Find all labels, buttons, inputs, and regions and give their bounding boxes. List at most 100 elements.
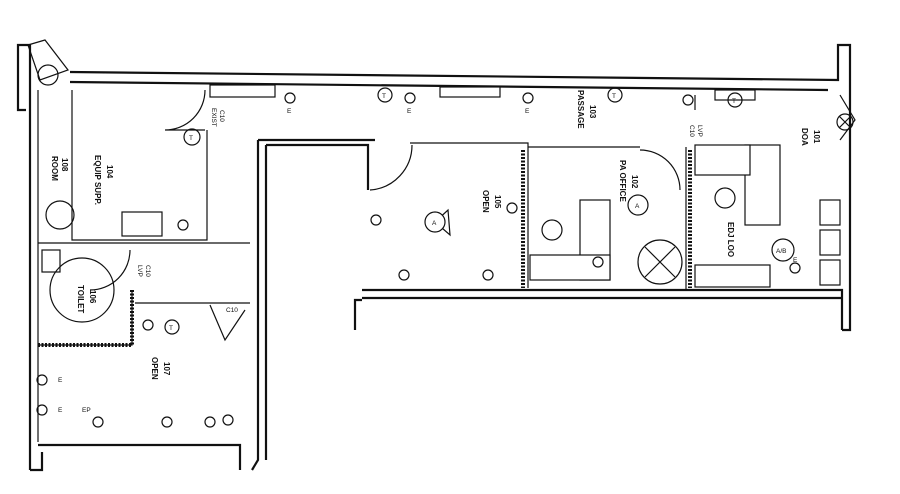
- room-105: OPEN 105: [481, 190, 502, 213]
- plan-line: [362, 288, 844, 330]
- plan-label: EXIST: [210, 108, 217, 127]
- plan-line: [69, 43, 852, 332]
- plan-line: [607, 87, 623, 103]
- plan-label: 102: [630, 175, 639, 189]
- plan-label: 105: [493, 195, 502, 209]
- plan-label: T: [612, 93, 616, 100]
- plan-line: [142, 319, 154, 331]
- plan-line: [404, 92, 416, 104]
- plan-line: [71, 90, 208, 241]
- plan-label: A/B: [776, 248, 786, 255]
- plan-line: [592, 256, 604, 268]
- plan-label: EQUIP SUPP.: [93, 155, 102, 205]
- plan-line: [819, 229, 841, 256]
- plan-line: [164, 319, 180, 335]
- plan-label: 108: [60, 158, 69, 172]
- plan-line: [694, 144, 751, 176]
- plan-line: [439, 86, 501, 98]
- plan-label: OPEN: [481, 190, 490, 213]
- interior-walls: [27, 39, 856, 442]
- exterior-walls: [16, 43, 852, 472]
- plan-label: A: [432, 220, 437, 227]
- plan-line: [89, 249, 131, 291]
- plan-line: [45, 200, 75, 230]
- plan-label: LVP: [136, 265, 143, 277]
- plan-label: A: [635, 203, 640, 210]
- plan-line: [353, 298, 362, 330]
- plan-line: [714, 187, 736, 209]
- room-103: PASSAGE 103: [576, 90, 597, 129]
- plan-line: [637, 239, 683, 285]
- plan-line: [424, 211, 446, 233]
- plan-line: [204, 416, 216, 428]
- plan-line: [370, 214, 382, 226]
- ep-note: EP: [82, 407, 91, 414]
- plan-line: [398, 269, 410, 281]
- plan-line: [121, 211, 163, 237]
- plan-label: E: [58, 377, 63, 384]
- plan-line: [164, 89, 206, 131]
- plan-line: [209, 84, 276, 98]
- plan-line: [16, 43, 32, 470]
- c10-lvp-note: C10 LVP: [688, 125, 703, 137]
- room-labels: EQUIP SUPP. 104 ROOM 108 TOILET 106 OPEN…: [50, 90, 821, 414]
- plan-line: [744, 144, 781, 226]
- plan-line: [36, 374, 48, 386]
- plan-label: T: [189, 135, 193, 142]
- plan-label: 107: [162, 362, 171, 376]
- lvp-c10-note: LVP C10: [136, 265, 151, 277]
- plan-line: [38, 443, 242, 470]
- plan-label: PA OFFICE: [618, 160, 627, 202]
- plan-line: [161, 416, 173, 428]
- plan-line: [209, 304, 246, 342]
- plan-label: E: [407, 108, 412, 115]
- plan-line: [41, 249, 61, 273]
- plan-line: [771, 238, 795, 262]
- c10-note: C10: [226, 307, 238, 314]
- plan-line: [369, 144, 413, 191]
- plan-line: [92, 416, 104, 428]
- plan-label: C10: [688, 125, 695, 137]
- plan-line: [819, 199, 841, 226]
- plan-label: T: [169, 325, 173, 332]
- plan-label: LVP: [696, 125, 703, 137]
- plan-label: E: [525, 108, 530, 115]
- plan-label: EDJ LOO: [726, 222, 735, 257]
- plan-label: 101: [812, 130, 821, 144]
- plan-label: OPEN: [150, 357, 159, 380]
- plan-line: [789, 262, 801, 274]
- thermostat-icons: T T T T T: [164, 87, 743, 335]
- equipment-markers: A A A/B: [424, 194, 795, 262]
- plan-label: C10: [144, 265, 151, 277]
- light-fixtures: [36, 92, 801, 428]
- plan-line: [36, 404, 48, 416]
- plan-line: [266, 143, 370, 190]
- plan-line: [639, 149, 681, 191]
- plan-line: [529, 254, 611, 281]
- plan-line: [819, 259, 841, 286]
- plan-line: [694, 264, 771, 288]
- room-108: ROOM 108: [50, 156, 69, 181]
- plan-line: [522, 92, 534, 104]
- room-104: EQUIP SUPP. 104: [93, 155, 114, 205]
- plan-line: [222, 414, 234, 426]
- plan-line: [30, 452, 44, 472]
- plan-line: [714, 89, 756, 101]
- room-106: TOILET 106: [76, 285, 97, 313]
- plan-line: [38, 290, 134, 347]
- plan-label: C10: [218, 110, 225, 122]
- plan-line: [37, 64, 59, 86]
- plan-label: 106: [88, 290, 97, 304]
- plan-line: [644, 246, 676, 278]
- plan-label: TOILET: [76, 285, 85, 313]
- plan-label: ROOM: [50, 156, 59, 181]
- room-102: PA OFFICE 102: [618, 160, 639, 202]
- fixtures: T T T T T A A A/B: [36, 64, 854, 428]
- plan-label: DOA: [800, 128, 809, 146]
- plan-line: [183, 128, 201, 146]
- plan-label: 104: [105, 165, 114, 179]
- plan-line: [682, 94, 694, 106]
- plan-line: [377, 87, 393, 103]
- plan-line: [839, 94, 856, 141]
